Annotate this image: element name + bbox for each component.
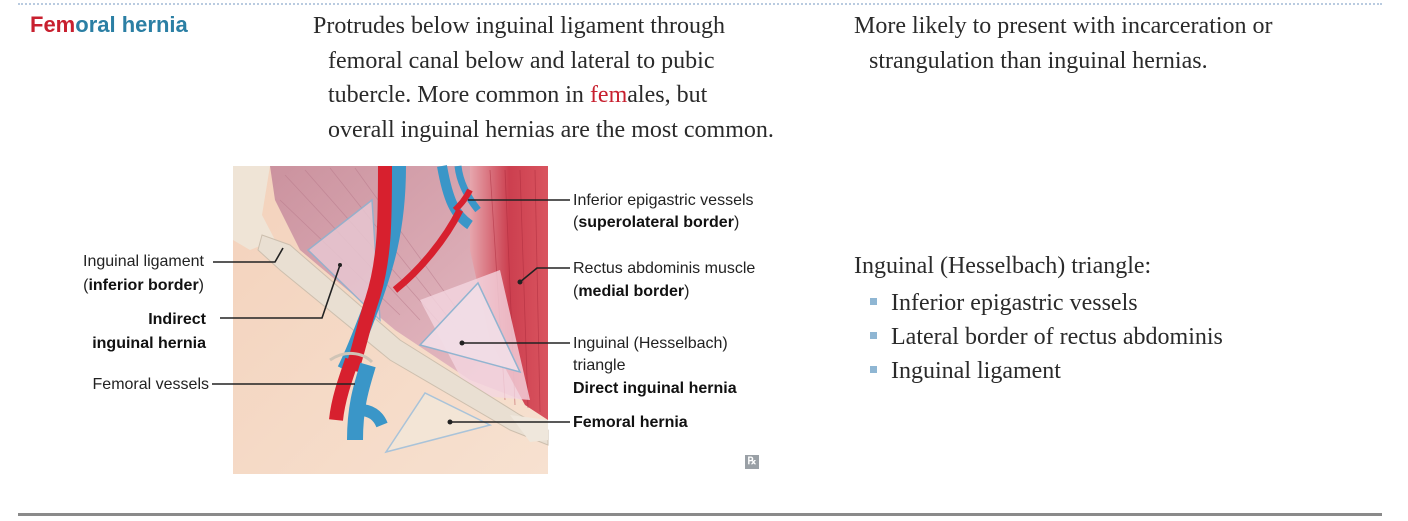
- iliac-artery: [345, 165, 392, 373]
- label-inguinal-ligament: Inguinal ligament: [83, 253, 205, 270]
- bullet-icon: [870, 365, 877, 373]
- list-item: Inguinal ligament: [870, 354, 1223, 388]
- description-line: femoral canal below and lateral to pubic: [328, 47, 715, 74]
- note-line: More likely to present with incarceratio…: [854, 13, 1273, 39]
- rectus-abdominis: [470, 166, 548, 420]
- label-inferior-border: (inferior border): [83, 277, 204, 294]
- leader-dots: [338, 263, 523, 425]
- term-title-highlight: Fem: [30, 12, 76, 37]
- label-hesselbach-2: triangle: [573, 357, 626, 374]
- label-epigastric: Inferior epigastric vessels: [573, 192, 754, 209]
- leader-lines-right: [450, 199, 570, 423]
- description-line: tubercle. More common in females, but: [313, 78, 853, 113]
- hesselbach-triangle: [418, 281, 522, 374]
- epigastric-vein-branch: [454, 165, 481, 213]
- label-rectus: Rectus abdominis muscle: [573, 260, 755, 277]
- epigastric-vein: [437, 165, 473, 230]
- saphenous-vein: [359, 404, 388, 428]
- list-item: Lateral border of rectus abdominis: [870, 320, 1223, 354]
- iliac-bone: [233, 166, 275, 250]
- description-text: tubercle. More common in: [328, 82, 590, 108]
- description-highlight: fem: [589, 82, 628, 108]
- epigastric-artery-branch: [452, 188, 473, 213]
- list-item: Inferior epigastric vessels: [870, 286, 1223, 320]
- description-line: Protrudes below inguinal ligament throug…: [313, 13, 725, 39]
- list-item-text: Inferior epigastric vessels: [891, 290, 1138, 316]
- label-medial-border: (medial border): [573, 283, 689, 300]
- triangle-list: Inferior epigastric vessels Lateral bord…: [870, 286, 1223, 388]
- top-divider: [18, 3, 1382, 5]
- label-superolateral-border: (superolateral border): [573, 214, 739, 231]
- femoral-hernia-region: [384, 392, 493, 454]
- rx-badge-icon[interactable]: ℞: [745, 455, 759, 469]
- term-title-rest: oral hernia: [75, 12, 188, 37]
- triangle-heading: Inguinal (Hesselbach) triangle:: [854, 253, 1152, 279]
- leader-lines-left: [212, 247, 355, 385]
- list-item-text: Inguinal ligament: [891, 358, 1061, 384]
- bottom-divider: [18, 513, 1382, 516]
- term-title: Femoral hernia: [30, 12, 188, 38]
- label-femoral-hernia: Femoral hernia: [573, 414, 688, 431]
- list-item-text: Lateral border of rectus abdominis: [891, 324, 1223, 350]
- epigastric-artery: [392, 208, 464, 293]
- bullet-icon: [870, 297, 877, 305]
- femoral-sheath: [329, 352, 374, 364]
- label-direct-hernia: Direct inguinal hernia: [573, 380, 737, 397]
- femoral-artery: [329, 357, 359, 421]
- bullet-icon: [870, 331, 877, 339]
- note-line: strangulation than inguinal hernias.: [869, 47, 1208, 74]
- label-indirect-hernia: Indirect: [148, 311, 206, 328]
- label-indirect-hernia-2: inguinal hernia: [92, 335, 206, 352]
- label-femoral-vessels: Femoral vessels: [93, 376, 209, 393]
- description-line: overall inguinal hernias are the most co…: [328, 116, 774, 143]
- femoral-vein: [347, 362, 376, 441]
- clinical-note: More likely to present with incarceratio…: [854, 9, 1374, 78]
- label-hesselbach: Inguinal (Hesselbach): [573, 335, 728, 352]
- description-text: ales, but: [627, 82, 708, 108]
- description: Protrudes below inguinal ligament throug…: [313, 9, 853, 147]
